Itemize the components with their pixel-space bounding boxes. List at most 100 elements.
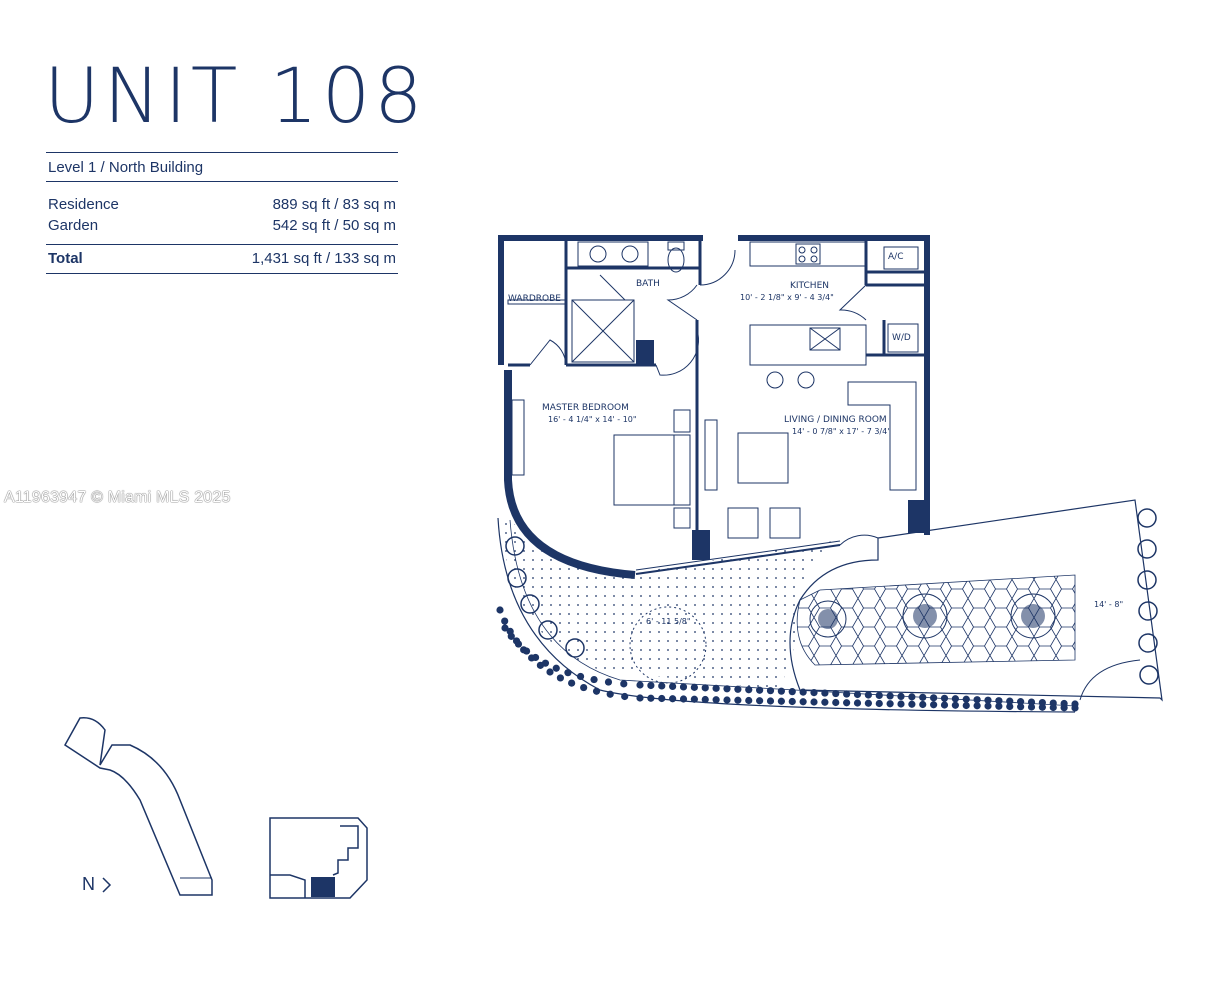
residence-label: Residence — [48, 196, 119, 213]
pebble — [546, 668, 554, 676]
pebble — [745, 696, 753, 705]
pebble — [853, 690, 862, 699]
pebble — [636, 694, 644, 702]
pebble — [810, 698, 818, 706]
room-label-living-dining: LIVING / DINING ROOM — [784, 415, 887, 425]
pebble — [514, 640, 523, 648]
garden-value: 542 sq ft / 50 sq m — [272, 217, 396, 234]
residence-row: Residence 889 sq ft / 83 sq m — [48, 196, 396, 213]
pebble — [1049, 699, 1057, 707]
pebble — [590, 675, 598, 684]
pebble — [1006, 702, 1014, 711]
watermark: A11963947 © Miami MLS 2025 — [4, 489, 231, 506]
total-label: Total — [48, 250, 83, 267]
pebble — [962, 701, 970, 710]
planter-circles — [809, 593, 1056, 639]
pebble — [647, 694, 655, 702]
divider — [46, 152, 398, 153]
pebble — [745, 686, 753, 694]
pebble — [734, 685, 742, 693]
pebble — [580, 683, 588, 692]
garden-dim-wedge: 14' - 8" — [1094, 600, 1124, 609]
pebble — [568, 679, 576, 687]
pebble — [886, 700, 894, 708]
pebble — [658, 682, 666, 690]
pebble — [919, 693, 927, 701]
pebble — [679, 695, 688, 703]
pebble — [788, 697, 796, 706]
residence-value: 889 sq ft / 83 sq m — [272, 196, 396, 213]
garden-dim-tree: 6' - 11 5/8" — [646, 617, 691, 626]
chevron-right-icon — [102, 877, 112, 893]
pebble — [951, 695, 959, 703]
total-row: Total 1,431 sq ft / 133 sq m — [48, 250, 396, 267]
pebble — [1006, 697, 1014, 705]
pebble — [522, 647, 531, 655]
pebble — [734, 696, 742, 704]
pebble — [908, 693, 916, 701]
divider — [46, 181, 398, 182]
pebble — [501, 617, 509, 625]
pebble — [777, 697, 785, 705]
pebble — [552, 664, 560, 672]
pebble — [541, 659, 550, 667]
pebble — [669, 695, 677, 703]
north-label: N — [82, 874, 95, 894]
pebble — [564, 669, 572, 677]
level-keyplan — [269, 817, 368, 899]
pebble — [766, 687, 775, 695]
pebble — [984, 696, 992, 704]
room-label-bath: BATH — [636, 279, 660, 289]
garden-label: Garden — [48, 217, 99, 234]
pebble — [576, 672, 585, 681]
pebble — [962, 695, 970, 703]
pebble — [995, 697, 1003, 705]
pebble — [592, 687, 601, 695]
pebble — [712, 684, 720, 692]
room-label-wardrobe: WARDROBE — [508, 294, 561, 304]
pebble — [951, 701, 959, 709]
pebble — [606, 690, 614, 698]
pebble — [1060, 699, 1068, 708]
pebble — [701, 695, 709, 704]
pebble — [897, 700, 905, 708]
pebble — [647, 681, 655, 690]
pebble — [864, 691, 872, 699]
building-keyplan — [64, 717, 213, 896]
pebble — [1017, 698, 1025, 706]
pebble — [897, 692, 905, 701]
unit-highlight — [311, 877, 335, 897]
pebble — [690, 695, 698, 703]
pebble — [669, 682, 677, 691]
room-dim-kitchen: 10' - 2 1/8" x 9' - 4 3/4" — [740, 293, 834, 302]
pebble — [621, 692, 629, 701]
pebble — [1027, 698, 1036, 706]
pebble — [940, 701, 949, 709]
pebble — [636, 681, 644, 689]
pebble — [886, 692, 894, 700]
pebble — [843, 690, 851, 698]
pebble — [984, 702, 992, 710]
pebble — [604, 678, 613, 686]
total-value: 1,431 sq ft / 133 sq m — [251, 250, 396, 267]
pebble — [908, 700, 916, 708]
pebble — [799, 698, 807, 706]
pebble — [832, 698, 840, 707]
pebble — [658, 694, 666, 703]
pebble — [756, 697, 764, 705]
divider — [46, 244, 398, 245]
room-dim-living-dining: 14' - 0 7/8" x 17' - 7 3/4" — [792, 427, 891, 436]
pebble — [679, 683, 688, 691]
pebble — [701, 684, 709, 692]
pebble — [723, 696, 731, 704]
pebble — [690, 683, 698, 691]
pebble — [1017, 703, 1025, 711]
label-wd: W/D — [892, 333, 911, 343]
level-label: Level 1 / North Building — [48, 159, 204, 176]
room-dim-master-bedroom: 16' - 4 1/4" x 14' - 10" — [548, 415, 637, 424]
pebble — [496, 606, 504, 614]
pebble — [766, 697, 775, 705]
pebble — [930, 694, 938, 702]
unit-title: UNIT 108 — [44, 51, 427, 140]
